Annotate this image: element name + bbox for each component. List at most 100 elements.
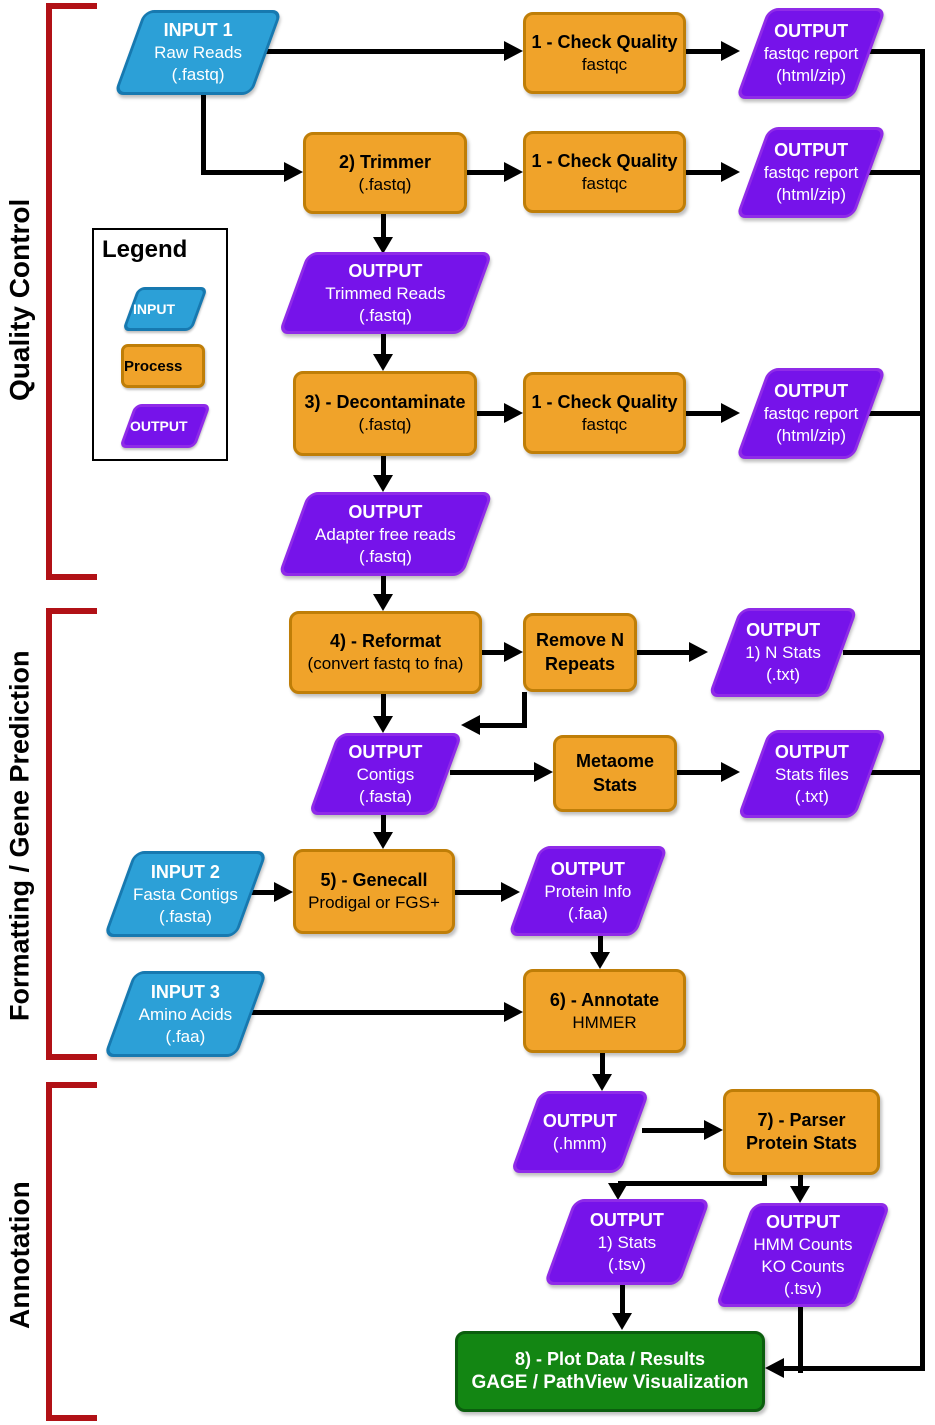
connector-metaome-statsfiles [677, 770, 722, 775]
node-line: KO Counts [761, 1256, 845, 1276]
node-line: OUTPUT [746, 620, 820, 641]
bracket-quality-control-top [46, 3, 97, 9]
arrowhead [721, 162, 740, 182]
node-line: (.tsv) [608, 1254, 646, 1274]
node-line: OUTPUT [775, 741, 849, 762]
arrowhead [721, 41, 740, 61]
arrowhead [765, 1358, 784, 1378]
node-line: INPUT 2 [150, 861, 220, 882]
node-line: (.fastq) [171, 65, 225, 85]
arrowhead [689, 642, 708, 662]
node-line: Fasta Contigs [133, 884, 238, 904]
node-text: OUTPUT(.hmm) [528, 1110, 632, 1155]
node-line: 1) Stats [597, 1232, 657, 1252]
connector-statsfiles-rail [868, 770, 925, 775]
node-line: OUTPUT [774, 381, 848, 402]
bracket-formatting-top [46, 608, 97, 614]
node-text: 2) Trimmer(.fastq) [306, 151, 464, 196]
arrowhead [592, 1074, 612, 1091]
node-line: 5) - Genecall [320, 870, 428, 891]
arrowhead [504, 403, 523, 423]
node-text: 3) - Decontaminate(.fastq) [296, 391, 474, 436]
node-line: OUTPUT [774, 140, 848, 161]
node-line: Contigs [356, 764, 415, 784]
connector-removen-contigs [479, 723, 527, 728]
arrowhead [373, 475, 393, 492]
node-line: fastqc [581, 414, 628, 434]
node-line: 1 - Check Quality [531, 391, 678, 412]
bracket-annotation-top [46, 1082, 97, 1088]
node-line: (html/zip) [776, 426, 846, 446]
arrowhead [504, 642, 523, 662]
connector-right-rail [920, 49, 925, 1371]
node-line: fastqc report [763, 44, 859, 64]
connector-input1-trimmer [201, 170, 286, 175]
connector-input1-down [201, 93, 206, 172]
connector-decont-checkq3 [477, 411, 505, 416]
node-line: 3) - Decontaminate [304, 392, 466, 413]
bracket-formatting [46, 608, 52, 1060]
node-line: (convert fastq to fna) [307, 654, 464, 674]
connector-rail-plot [781, 1366, 925, 1371]
connector-decont-adapter [381, 456, 386, 478]
node-line: 1 - Check Quality [531, 150, 678, 171]
node-line: Stats files [775, 764, 849, 784]
connector-hmmcounts-down [798, 1307, 803, 1373]
connector-checkq2-out2 [686, 170, 723, 175]
node-line: Prodigal or FGS+ [308, 893, 440, 913]
connector-parser-branch-down [762, 1175, 767, 1186]
node-trimmer: 2) Trimmer(.fastq) [303, 132, 467, 214]
connector-hmm-parser [642, 1128, 705, 1133]
bracket-quality-control [46, 3, 52, 580]
arrowhead [501, 882, 520, 902]
legend-input-label: INPUT [133, 301, 175, 317]
node-line: Adapter free reads [315, 524, 456, 544]
legend-output-shape: OUTPUT [118, 404, 212, 448]
connector-removen-nstats [637, 650, 690, 655]
connector-contigs-genecall [381, 815, 386, 835]
node-line: (.fastq) [359, 546, 412, 566]
node-line: OUTPUT [551, 858, 625, 879]
node-line: fastqc report [763, 404, 859, 424]
node-line: (.fasta) [359, 786, 412, 806]
legend-output-label: OUTPUT [130, 418, 188, 434]
bracket-quality-control-bottom [46, 574, 97, 580]
arrowhead [504, 41, 523, 61]
node-line: (.fasta) [159, 906, 212, 926]
node-line: fastqc [581, 173, 628, 193]
arrowhead [721, 762, 740, 782]
legend-process-label: Process [124, 357, 183, 375]
node-line: Protein Stats [745, 1133, 858, 1153]
node-line: OUTPUT [348, 741, 423, 762]
connector-input2-genecall [250, 890, 276, 895]
arrowhead [704, 1120, 723, 1140]
connector-removen-down [522, 692, 527, 728]
connector-parser-branch-left [618, 1181, 767, 1186]
node-line: (.fastq) [358, 174, 412, 194]
node-line: INPUT 3 [150, 981, 220, 1002]
node-line: Trimmed Reads [325, 283, 446, 303]
node-line: OUTPUT [543, 1110, 617, 1131]
connector-reformat-removen [482, 650, 506, 655]
arrowhead [590, 952, 610, 969]
node-text: 4) - Reformat(convert fastq to fna) [292, 630, 479, 675]
node-line: OUTPUT [774, 21, 848, 42]
connector-parser-hmmcounts [798, 1175, 803, 1188]
node-line: Repeats [544, 653, 616, 674]
node-output-hmm: OUTPUT(.hmm) [510, 1091, 650, 1173]
